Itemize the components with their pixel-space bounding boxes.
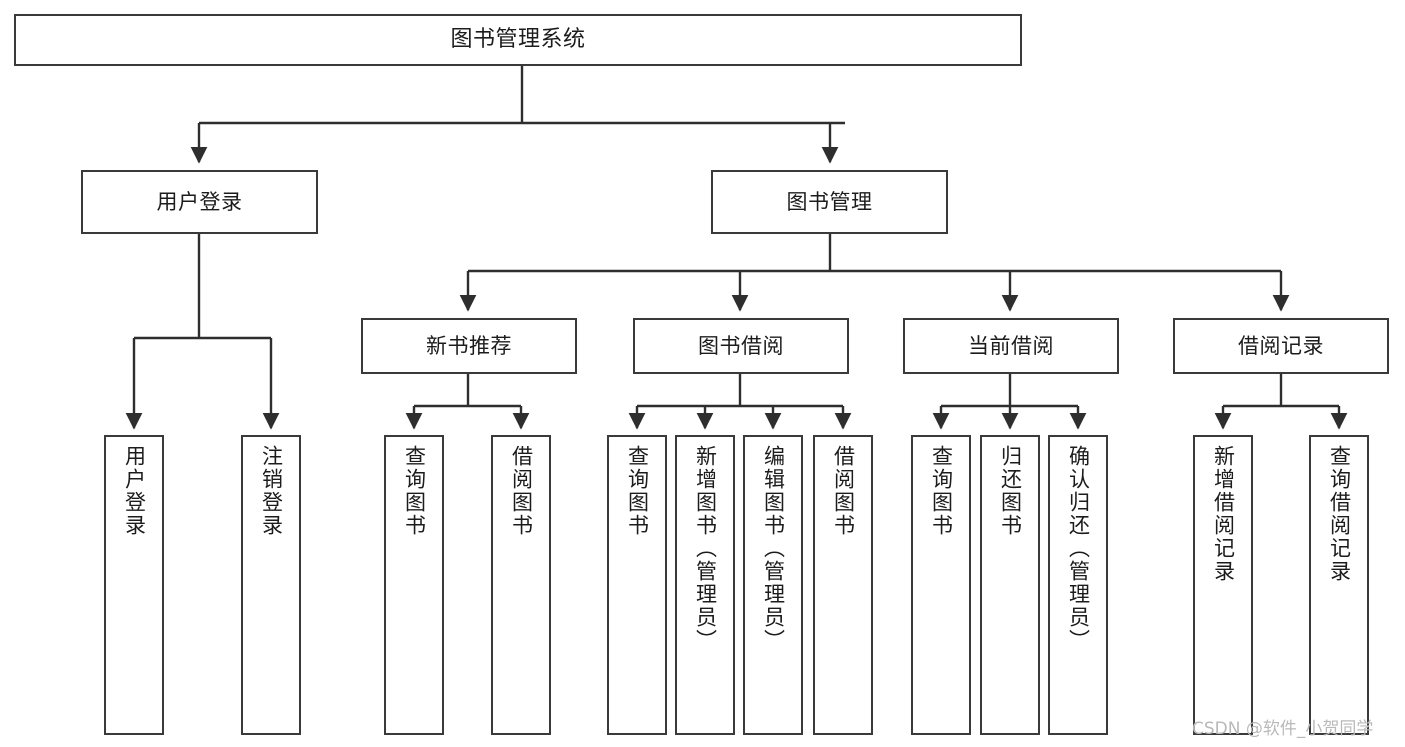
node-label: 查询图书 xyxy=(929,445,954,537)
node-label: 图书管理 xyxy=(786,189,873,214)
leaf-book-borrow-edit-admin[interactable]: 编辑图书（管理员） xyxy=(743,435,803,735)
node-label: 用户登录 xyxy=(122,445,147,537)
node-label: 当前借阅 xyxy=(968,333,1054,358)
leaf-new-book-borrow[interactable]: 借阅图书 xyxy=(491,435,551,735)
leaf-book-borrow-borrow[interactable]: 借阅图书 xyxy=(813,435,873,735)
node-label: 查询图书 xyxy=(402,445,427,537)
leaf-current-borrow-confirm-admin[interactable]: 确认归还（管理员） xyxy=(1048,435,1108,735)
node-label: 图书管理系统 xyxy=(450,27,586,53)
leaf-current-borrow-return[interactable]: 归还图书 xyxy=(980,435,1040,735)
node-current-borrowing[interactable]: 当前借阅 xyxy=(903,318,1119,374)
leaf-book-borrow-query[interactable]: 查询图书 xyxy=(607,435,667,735)
node-label: 借阅图书 xyxy=(831,445,856,537)
node-label: 新书推荐 xyxy=(426,333,512,358)
leaf-current-borrow-query[interactable]: 查询图书 xyxy=(911,435,971,735)
node-root-system[interactable]: 图书管理系统 xyxy=(14,14,1022,66)
csdn-watermark: CSDN @软件_小贺同学 xyxy=(1192,719,1374,739)
node-label: 借阅图书 xyxy=(509,445,534,537)
leaf-new-book-query[interactable]: 查询图书 xyxy=(384,435,444,735)
node-borrow-records[interactable]: 借阅记录 xyxy=(1173,318,1389,374)
node-label: 用户登录 xyxy=(156,189,243,214)
node-label: 查询图书 xyxy=(625,445,650,537)
node-label: 新增图书（管理员） xyxy=(693,445,718,652)
leaf-borrow-record-query[interactable]: 查询借阅记录 xyxy=(1309,435,1369,735)
leaf-borrow-record-add[interactable]: 新增借阅记录 xyxy=(1193,435,1253,735)
node-label: 编辑图书（管理员） xyxy=(761,445,786,652)
node-label: 查询借阅记录 xyxy=(1327,445,1352,583)
node-label: 图书借阅 xyxy=(698,333,784,358)
node-label: 确认归还（管理员） xyxy=(1066,445,1091,652)
node-label: 注销登录 xyxy=(259,445,284,537)
node-book-management[interactable]: 图书管理 xyxy=(711,170,948,234)
node-label: 归还图书 xyxy=(998,445,1023,537)
node-user-login[interactable]: 用户登录 xyxy=(81,170,318,234)
node-book-borrowing[interactable]: 图书借阅 xyxy=(633,318,849,374)
leaf-user-login-login[interactable]: 用户登录 xyxy=(104,435,164,735)
leaf-book-borrow-add-admin[interactable]: 新增图书（管理员） xyxy=(675,435,735,735)
leaf-user-login-logout[interactable]: 注销登录 xyxy=(241,435,301,735)
node-label: 新增借阅记录 xyxy=(1211,445,1236,583)
node-label: 借阅记录 xyxy=(1238,333,1324,358)
node-new-book-recommendation[interactable]: 新书推荐 xyxy=(361,318,577,374)
